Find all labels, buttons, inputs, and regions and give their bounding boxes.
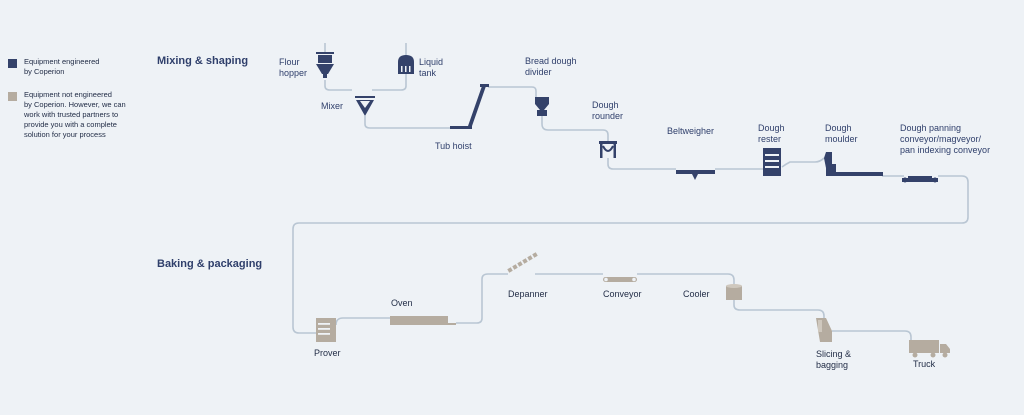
flow-lines — [292, 43, 969, 340]
label-oven: Oven — [391, 298, 413, 308]
moulder-icon — [824, 152, 883, 176]
label-truck: Truck — [913, 359, 936, 369]
legend-text-partner: Equipment not engineered by Coperion. Ho… — [24, 90, 126, 139]
panning-conveyor-icon — [902, 176, 938, 183]
legend-text-coperion: Equipment engineered by Coperion — [24, 57, 100, 76]
coperion-equipment — [316, 52, 938, 183]
label-slicing-bagging: Slicing & bagging — [816, 349, 852, 370]
label-mixer: Mixer — [321, 101, 343, 111]
divider-icon — [535, 97, 549, 116]
partner-swatch — [8, 92, 17, 101]
truck-icon — [909, 340, 950, 358]
label-beltweigher: Beltweigher — [667, 126, 715, 136]
prover-icon — [316, 318, 336, 342]
coperion-swatch — [8, 59, 17, 68]
depanner-icon — [507, 252, 538, 273]
label-cooler: Cooler — [683, 289, 710, 299]
label-prover: Prover — [314, 348, 341, 358]
mixer-icon — [355, 96, 375, 116]
label-dough-moulder: Dough moulder — [825, 123, 858, 144]
label-dough-panning: Dough panning conveyor/magveyor/ pan ind… — [900, 123, 991, 155]
slicing-icon — [816, 318, 832, 342]
label-dough-rounder: Dough rounder — [592, 100, 624, 121]
cooler-icon — [726, 284, 742, 300]
section-baking-packaging: Baking & packaging — [157, 258, 263, 270]
label-flour-hopper: Flour hopper — [279, 57, 308, 78]
rounder-icon — [599, 141, 617, 158]
label-conveyor: Conveyor — [603, 289, 642, 299]
oven-icon — [390, 316, 456, 325]
label-tub-hoist: Tub hoist — [435, 141, 472, 151]
label-liquid-tank: Liquid tank — [419, 57, 444, 78]
tank-icon — [398, 55, 414, 74]
beltweigher-icon — [676, 170, 715, 180]
label-depanner: Depanner — [508, 289, 548, 299]
hopper-icon — [316, 52, 334, 78]
rester-icon — [763, 148, 781, 176]
label-dough-rester: Dough rester — [758, 123, 785, 144]
conveyor-icon — [603, 277, 637, 282]
hoist-icon — [450, 84, 489, 129]
partner-equipment — [316, 252, 950, 358]
label-bread-dough-divider: Bread dough divider — [525, 56, 577, 77]
section-mixing-shaping: Mixing & shaping — [157, 55, 249, 67]
